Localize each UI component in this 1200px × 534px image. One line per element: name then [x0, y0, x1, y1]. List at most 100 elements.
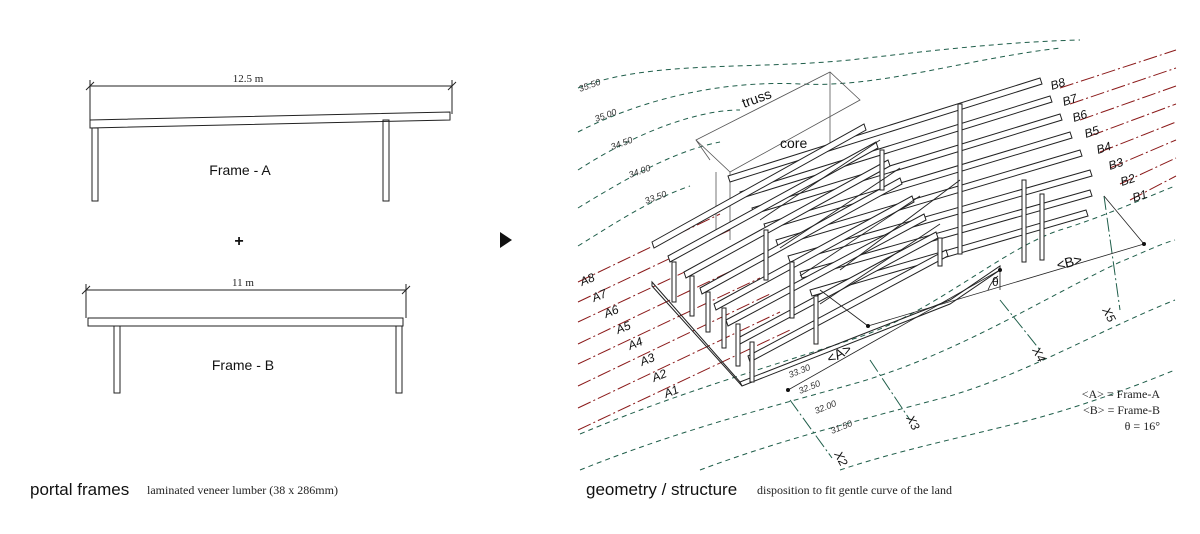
theta-arc	[987, 275, 999, 291]
axis-x5	[1103, 195, 1121, 311]
grid-line-b7	[1069, 67, 1177, 105]
grid-label-a7: A7	[589, 286, 610, 305]
grid-label-a5: A5	[613, 318, 633, 337]
right-caption: geometry / structure	[586, 480, 737, 499]
legend-theta: θ = 16°	[1125, 419, 1161, 433]
axis-label-x3: X3	[903, 412, 923, 433]
frame-a-dimension	[787, 269, 1001, 391]
frame-b-beam	[87, 317, 404, 327]
contour-line	[579, 239, 1176, 471]
frame-b-column-right	[395, 325, 403, 394]
b-grid-lines	[1059, 49, 1177, 201]
contour-lines	[577, 39, 1176, 471]
contour-label: 31.50	[829, 418, 854, 436]
column	[721, 307, 727, 349]
frame-a-column-left	[91, 127, 99, 202]
grid-label-b2: B2	[1119, 171, 1138, 189]
column	[671, 261, 677, 303]
grid-line-b4	[1099, 121, 1177, 153]
contour-label: 32.50	[797, 378, 822, 396]
column	[1039, 193, 1045, 261]
grid-line-b5	[1089, 103, 1177, 137]
rafter	[787, 169, 1093, 263]
plus-sign: +	[234, 233, 243, 250]
grid-line-b6	[1079, 85, 1177, 121]
contour-line	[579, 185, 1176, 435]
portal-frames-panel: 12.5 m Frame - A + 11 m Frame - B portal…	[30, 73, 457, 499]
frame-b-dimension	[867, 243, 1145, 327]
contour-line	[577, 39, 1081, 89]
grid-line-a2	[577, 311, 781, 409]
truss-label: truss	[740, 85, 774, 110]
contour-label: 35.50	[577, 77, 602, 94]
axis-x4	[999, 299, 1041, 351]
frame-a-tag: <A>	[824, 340, 854, 366]
frame-b-column-left	[113, 325, 121, 394]
contour-line	[577, 141, 721, 209]
structure-columns	[671, 103, 1045, 383]
frame-a-span-label: 12.5 m	[233, 73, 264, 85]
grid-label-b1: B1	[1131, 187, 1149, 205]
column	[705, 291, 711, 333]
contour-line	[577, 109, 741, 171]
grid-line-b3	[1109, 139, 1177, 169]
grid-line-a3	[577, 293, 771, 387]
frame-a-label: Frame - A	[209, 162, 271, 178]
column	[763, 229, 769, 281]
x-axis-labels: X5 X4 X3 X2	[831, 304, 1119, 469]
frame-b-label: Frame - B	[212, 357, 274, 373]
column	[1021, 179, 1027, 263]
contour-line	[699, 299, 1176, 471]
axis-label-x2: X2	[831, 448, 851, 469]
geometry-structure-panel: 35.50 35.00 34.50 34.00 33.50 33.30 32.5…	[577, 39, 1177, 499]
rafter	[651, 123, 867, 249]
contour-label: 33.50	[643, 189, 668, 206]
column	[789, 261, 795, 319]
legend-frame-a: <A> = Frame-A	[1082, 387, 1161, 401]
contour-label: 35.00	[593, 107, 618, 124]
grid-label-b8: B8	[1049, 75, 1068, 93]
contour-line	[839, 369, 1176, 471]
frame-a-column-right	[382, 119, 390, 202]
contour-label: 34.50	[609, 135, 634, 152]
column	[957, 103, 963, 255]
contour-label: 34.00	[627, 163, 652, 180]
rafter	[713, 195, 915, 311]
x-axes	[789, 195, 1121, 459]
grid-label-b5: B5	[1083, 123, 1102, 141]
rafter	[683, 159, 891, 279]
frame-a-beam	[89, 111, 451, 129]
b-grid-labels: B8 B7 B6 B5 B4 B3 B2 B1	[1049, 75, 1149, 205]
left-subcaption: laminated veneer lumber (38 x 286mm)	[147, 483, 338, 497]
frame-dimension-lines	[787, 195, 1145, 391]
grid-label-b7: B7	[1061, 91, 1081, 109]
core-label: core	[780, 135, 807, 151]
grid-label-a1: A1	[661, 382, 681, 401]
rafter	[799, 189, 1093, 279]
rafter	[747, 249, 949, 363]
rafter	[667, 141, 879, 263]
axis-x3	[869, 359, 911, 421]
grid-label-a2: A2	[649, 366, 669, 385]
grid-label-a4: A4	[625, 334, 645, 353]
axis-label-x4: X4	[1029, 344, 1049, 365]
grid-line-a8	[577, 213, 721, 283]
structure-frames	[651, 77, 1093, 363]
frame-b-drawing	[81, 284, 411, 394]
grid-label-a8: A8	[577, 270, 597, 289]
rafter	[725, 213, 927, 327]
grid-label-a6: A6	[601, 302, 621, 321]
column	[735, 323, 741, 367]
arrow-right-icon	[500, 232, 512, 248]
column	[879, 149, 885, 191]
axis-label-x5: X5	[1099, 304, 1119, 325]
grid-label-b4: B4	[1095, 139, 1114, 157]
rafter	[775, 149, 1083, 247]
grid-label-b3: B3	[1107, 155, 1126, 173]
left-caption: portal frames	[30, 480, 129, 499]
legend-frame-b: <B> = Frame-B	[1083, 403, 1160, 417]
frame-a-drawing	[85, 80, 457, 202]
column	[689, 275, 695, 317]
frame-b-span-label: 11 m	[232, 277, 254, 289]
